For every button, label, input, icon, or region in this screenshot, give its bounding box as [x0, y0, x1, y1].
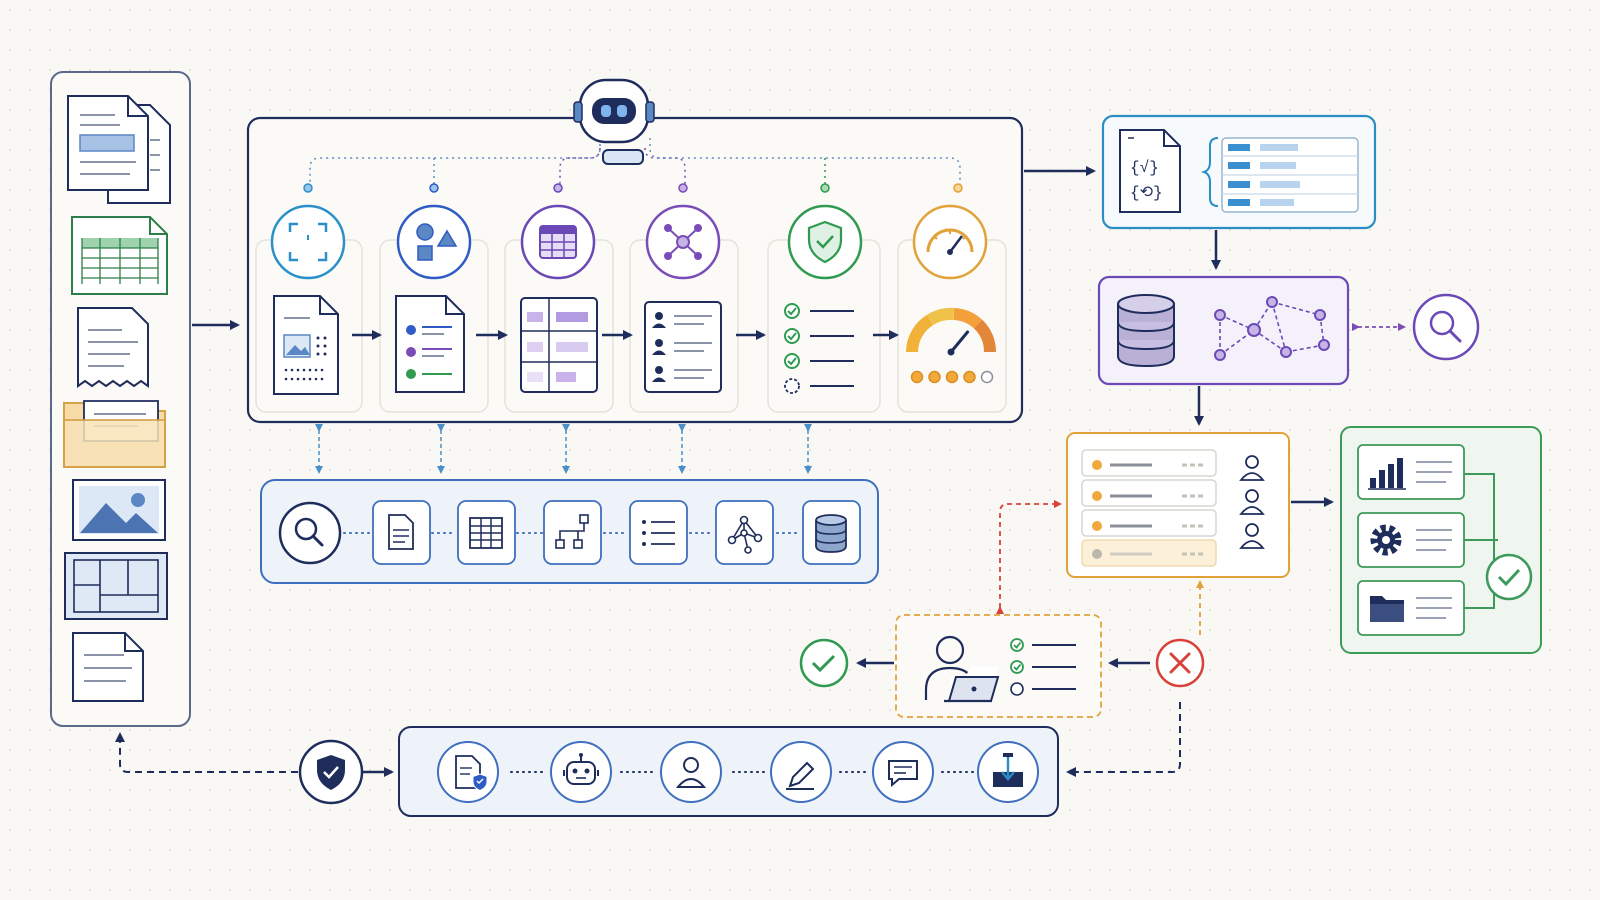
orchestration-lines — [309, 138, 961, 186]
gauge-icon — [912, 204, 988, 280]
robot-icon[interactable] — [573, 78, 655, 165]
list-tool[interactable] — [629, 500, 688, 565]
confidence-dot — [928, 370, 941, 384]
secure-document-icon[interactable] — [437, 741, 499, 803]
brace — [1200, 137, 1219, 207]
index-search-icon[interactable] — [1412, 293, 1480, 361]
confidence-meter-icon — [906, 307, 997, 384]
check-icon[interactable] — [1485, 553, 1533, 601]
layout-connector — [429, 183, 439, 193]
validation-step[interactable] — [784, 204, 863, 394]
network-icon — [645, 204, 721, 280]
bar-chart-icon[interactable] — [1357, 444, 1465, 500]
rejected-x-icon[interactable] — [1155, 638, 1205, 688]
structured-records-icon[interactable] — [1221, 137, 1359, 213]
table-tool[interactable] — [457, 500, 516, 565]
tool-links — [315, 424, 812, 474]
validation-connector — [820, 183, 830, 193]
review-queue-panel — [1066, 432, 1290, 578]
human-review-panel — [895, 614, 1102, 718]
knowledge-index-panel — [1097, 275, 1350, 386]
document-tool[interactable] — [372, 500, 431, 565]
document-icon[interactable] — [67, 95, 171, 204]
source-documents-panel — [50, 71, 191, 727]
export-panel — [1340, 426, 1542, 654]
confidence-dots — [910, 370, 994, 384]
person-list-icon — [644, 301, 722, 393]
confidence-step[interactable] — [906, 204, 997, 384]
reviewer-icon[interactable] — [924, 635, 1000, 703]
labeled-list-icon — [395, 295, 465, 393]
ocr-step[interactable] — [270, 204, 346, 395]
graph-tool[interactable] — [715, 500, 774, 565]
comment-icon[interactable] — [872, 741, 934, 803]
entity-step[interactable] — [644, 204, 722, 393]
json-symbol-2: {⟲} — [1130, 184, 1163, 202]
user-icon — [1239, 455, 1265, 549]
confidence-dot — [963, 370, 976, 384]
table-grid-icon — [520, 297, 598, 393]
gear-icon[interactable] — [1357, 512, 1465, 568]
confidence-dot — [980, 370, 994, 384]
blueprint-icon[interactable] — [64, 552, 168, 620]
knowledge-graph-icon[interactable] — [1214, 296, 1330, 361]
export-folder-icon[interactable] — [1357, 580, 1465, 636]
scan-icon — [270, 204, 346, 280]
table-icon — [520, 204, 596, 280]
feedback-bar — [398, 726, 1059, 817]
table-connector — [553, 183, 563, 193]
escalate-arrow — [996, 500, 1062, 614]
image-icon[interactable] — [72, 479, 166, 541]
review-checklist — [1010, 638, 1076, 696]
json-symbol-1: {√} — [1130, 159, 1159, 177]
queue-list-icon[interactable] — [1081, 449, 1217, 567]
approved-check-icon[interactable] — [799, 638, 849, 688]
feedback-loop-line — [1066, 702, 1181, 777]
shield-check-icon — [787, 204, 863, 280]
spreadsheet-icon[interactable] — [71, 216, 168, 295]
shapes-icon — [396, 204, 472, 280]
folder-icon[interactable] — [63, 400, 166, 468]
layout-step[interactable] — [395, 204, 472, 393]
entity-connector — [678, 183, 688, 193]
gauge-needle — [949, 330, 970, 354]
confidence-dot — [945, 370, 959, 384]
upload-icon[interactable] — [977, 741, 1039, 803]
database-icon[interactable] — [1117, 294, 1175, 368]
structured-output-panel: {√} {⟲} — [1101, 114, 1377, 230]
page-icon[interactable] — [72, 632, 144, 702]
ocr-connector — [303, 183, 313, 193]
feedback-robot-icon[interactable] — [550, 741, 612, 803]
table-step[interactable] — [520, 204, 598, 393]
return-to-sources-line — [115, 732, 298, 773]
checklist-icon — [784, 303, 854, 394]
scanned-document-icon — [273, 295, 339, 395]
confidence-connector — [953, 183, 963, 193]
security-shield-icon[interactable] — [298, 739, 364, 805]
feedback-user-icon[interactable] — [660, 741, 722, 803]
ai-pipeline-panel — [246, 78, 1024, 424]
edit-icon[interactable] — [770, 741, 832, 803]
tools-bar — [260, 479, 879, 584]
flowchart-tool[interactable] — [543, 500, 602, 565]
receipt-icon[interactable] — [77, 307, 149, 388]
code-file-icon[interactable]: {√} {⟲} — [1119, 129, 1181, 213]
confidence-dot — [910, 370, 924, 384]
search-tool[interactable] — [278, 501, 342, 565]
database-tool[interactable] — [802, 500, 861, 565]
